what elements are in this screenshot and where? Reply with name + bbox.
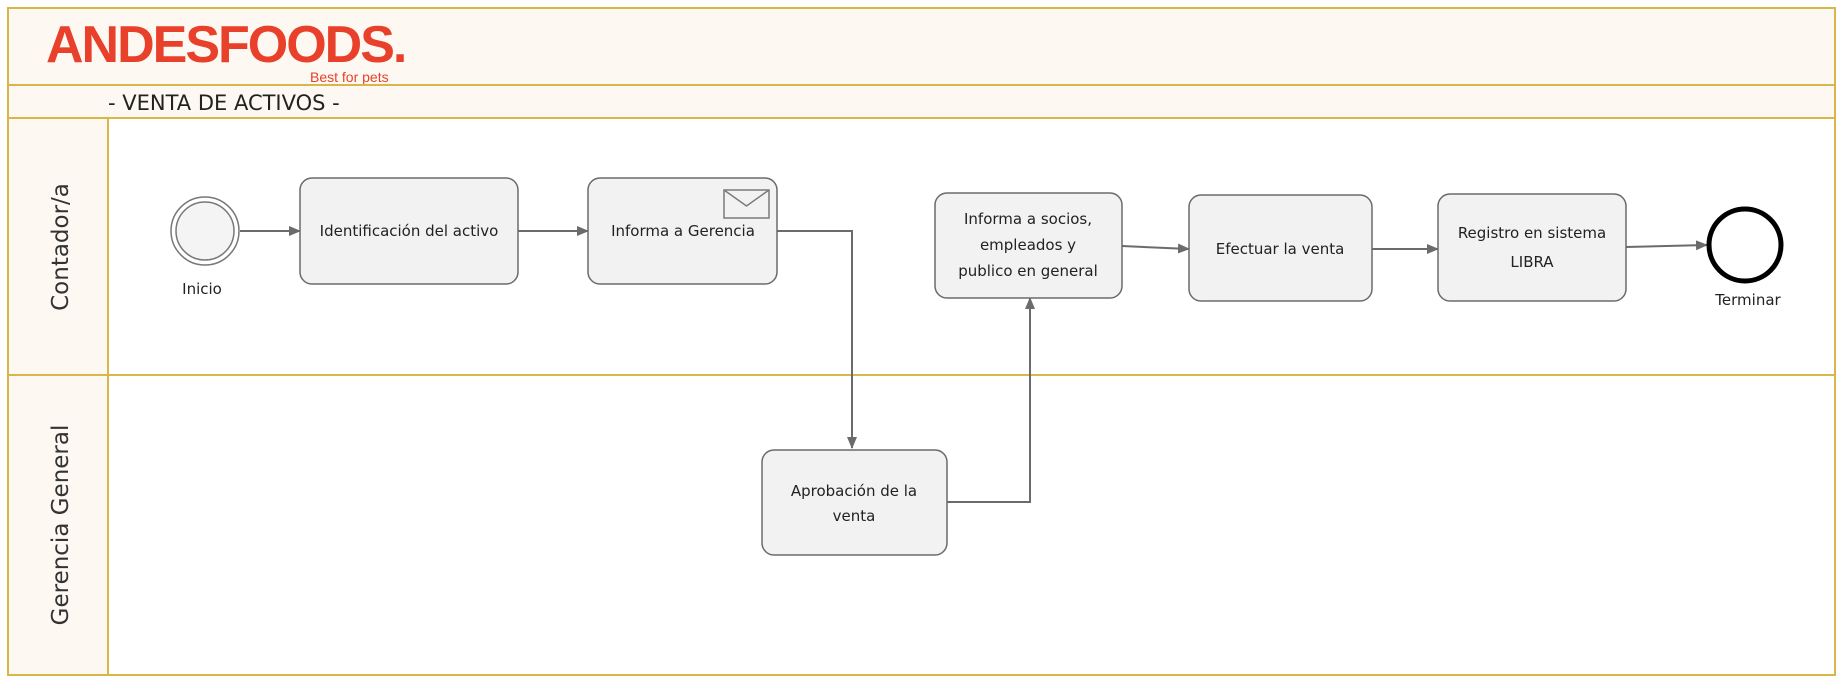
- task-efectuar[interactable]: Efectuar la venta: [1188, 194, 1373, 302]
- lane-gerencia-header: [7, 374, 109, 676]
- task-aprobacion[interactable]: Aprobación de la venta: [761, 449, 948, 556]
- flow-registro-to-end: [1625, 240, 1708, 251]
- task-label-line-2: empleados y: [980, 236, 1076, 254]
- task-registro[interactable]: Registro en sistema LIBRA: [1437, 193, 1627, 302]
- task-label-line-1: Informa a socios,: [964, 210, 1092, 228]
- end-event-label: Terminar: [1714, 291, 1781, 309]
- process-title: - VENTA DE ACTIVOS -: [108, 91, 340, 115]
- task-identificacion[interactable]: Identificación del activo: [299, 177, 519, 285]
- task-label-line-2: venta: [833, 507, 876, 525]
- task-informa-gerencia[interactable]: Informa a Gerencia: [587, 177, 778, 285]
- task-label: Informa a Gerencia: [611, 222, 755, 240]
- flow-informa-socios-to-efectuar: [1121, 243, 1190, 254]
- sequence-flows: [240, 226, 1708, 503]
- subtitle-band: [7, 84, 1836, 119]
- svg-text:Best for pets: Best for pets: [310, 69, 389, 85]
- end-event[interactable]: [1706, 206, 1784, 284]
- svg-text:ANDESFOODS.: ANDESFOODS.: [46, 16, 405, 74]
- andesfoods-logo: ANDESFOODS. Best for pets: [46, 16, 407, 85]
- task-label-line-3: publico en general: [958, 262, 1098, 280]
- lane-label-gerencia: Gerencia General: [48, 425, 74, 626]
- task-label: Efectuar la venta: [1216, 240, 1345, 258]
- task-informa-socios[interactable]: Informa a socios, empleados y publico en…: [934, 192, 1123, 299]
- start-event[interactable]: [170, 196, 240, 266]
- task-label: Identificación del activo: [320, 222, 499, 240]
- start-event-label: Inicio: [182, 280, 222, 298]
- task-label-line-1: Registro en sistema: [1458, 224, 1606, 242]
- task-label-line-2: LIBRA: [1510, 253, 1554, 271]
- flow-aprobacion-to-informa-socios: [947, 297, 1035, 503]
- lane-label-contador: Contador/a: [48, 183, 74, 311]
- task-label-line-1: Aprobación de la: [791, 482, 917, 500]
- envelope-icon: [723, 189, 770, 219]
- pool-header: [7, 7, 1836, 86]
- flow-informa-gerencia-to-aprobacion: [777, 230, 857, 449]
